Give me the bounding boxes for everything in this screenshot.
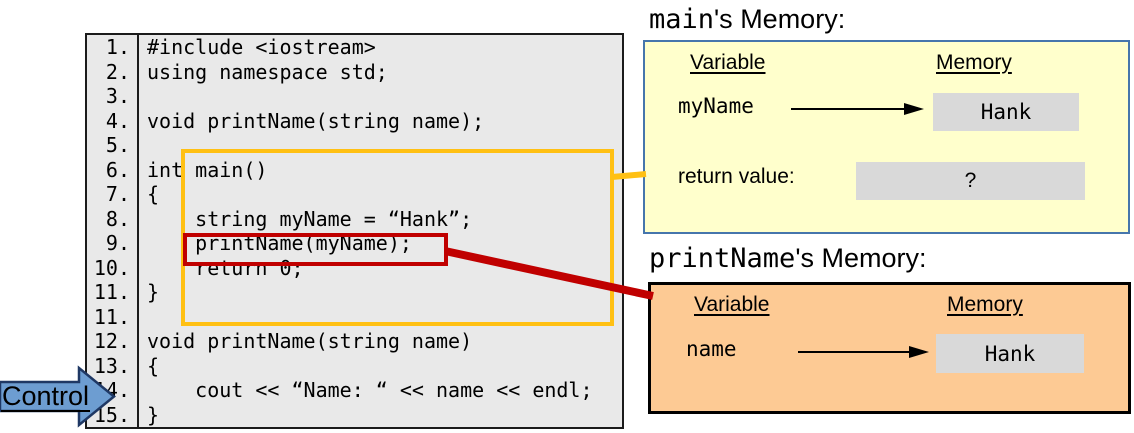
code-line: 11. [87, 304, 622, 330]
code-line: 14. cout << “Name: “ << name << endl; [87, 378, 622, 403]
code-line: 11. } [87, 280, 622, 305]
code-text: cout << “Name: “ << name << endl; [147, 378, 593, 402]
pointer-arrow-icon [798, 346, 929, 358]
printname-memory-column-header: Memory [947, 293, 1023, 316]
printname-variable-name: name [686, 337, 737, 361]
code-text: { [147, 353, 160, 378]
line-number: 11. [87, 304, 139, 329]
code-line: 6. int main() [87, 157, 622, 182]
line-number: 9. [87, 231, 139, 256]
printname-variable-column-header: Variable [694, 293, 770, 316]
code-line: 8. string myName = “Hank”; [87, 206, 622, 231]
main-myname-value-box: Hank [933, 93, 1079, 131]
printname-memory-box: Variable Memory name Hank [648, 282, 1131, 414]
code-text: using namespace std; [147, 59, 388, 84]
line-number: 11. [87, 280, 139, 305]
code-text: return 0; [147, 255, 304, 280]
line-number: 3. [87, 84, 139, 109]
code-text: } [147, 402, 160, 427]
code-text [139, 133, 147, 158]
main-variable-column-header: Variable [690, 51, 766, 74]
code-text: { [147, 182, 160, 206]
code-line: 2. using namespace std; [87, 59, 622, 84]
code-text [139, 305, 147, 330]
code-line: 1. #include <iostream> [87, 35, 622, 60]
line-number: 2. [87, 59, 139, 84]
code-line: 10. return 0; [87, 255, 622, 280]
code-lines: 1. #include <iostream> 2. using namespac… [87, 35, 622, 427]
main-memory-title: main's Memory: [649, 4, 845, 35]
main-memory-title-function: main [649, 4, 715, 35]
line-number: 6. [87, 157, 139, 182]
code-line: 5. [87, 133, 622, 158]
code-line: 7. { [87, 182, 622, 207]
code-text: void printName(string name) [147, 329, 473, 353]
line-number: 7. [87, 182, 139, 207]
line-number: 13. [87, 353, 139, 378]
code-panel: 1. #include <iostream> 2. using namespac… [85, 33, 624, 429]
control-label: Control [1, 381, 91, 412]
line-number: 12. [87, 329, 139, 354]
line-number: 1. [87, 35, 139, 60]
printname-memory-title-function: printName [649, 243, 796, 274]
main-memory-column-header: Memory [936, 51, 1012, 74]
line-number: 4. [87, 108, 139, 133]
code-line: 15. } [87, 402, 622, 427]
main-return-value-box: ? [856, 162, 1085, 200]
code-text [139, 84, 147, 109]
main-memory-title-suffix: 's Memory: [714, 4, 846, 34]
main-memory-box: Variable Memory myName Hank return value… [643, 40, 1130, 234]
printname-memory-title-suffix: 's Memory: [795, 243, 927, 273]
code-line: 3. [87, 84, 622, 109]
code-text: } [147, 280, 160, 304]
control-indicator: Control [0, 365, 120, 431]
code-line: 4. void printName(string name); [87, 108, 622, 133]
code-text: #include <iostream> [147, 35, 376, 59]
line-number: 8. [87, 206, 139, 231]
main-variable-myname: myName [678, 94, 754, 118]
pointer-arrow-icon [791, 103, 924, 115]
printname-name-value-box: Hank [936, 334, 1084, 373]
line-number: 5. [87, 133, 139, 158]
main-return-value-label: return value: [678, 165, 795, 188]
printname-call-highlight-frame [183, 233, 448, 266]
printname-memory-title: printName's Memory: [649, 243, 926, 274]
code-line: 12. void printName(string name) [87, 329, 622, 354]
code-text: void printName(string name); [147, 108, 485, 133]
code-text: int main() [147, 157, 268, 182]
line-number: 10. [87, 255, 139, 280]
code-line: 13. { [87, 353, 622, 378]
code-text: string myName = “Hank”; [147, 206, 473, 231]
